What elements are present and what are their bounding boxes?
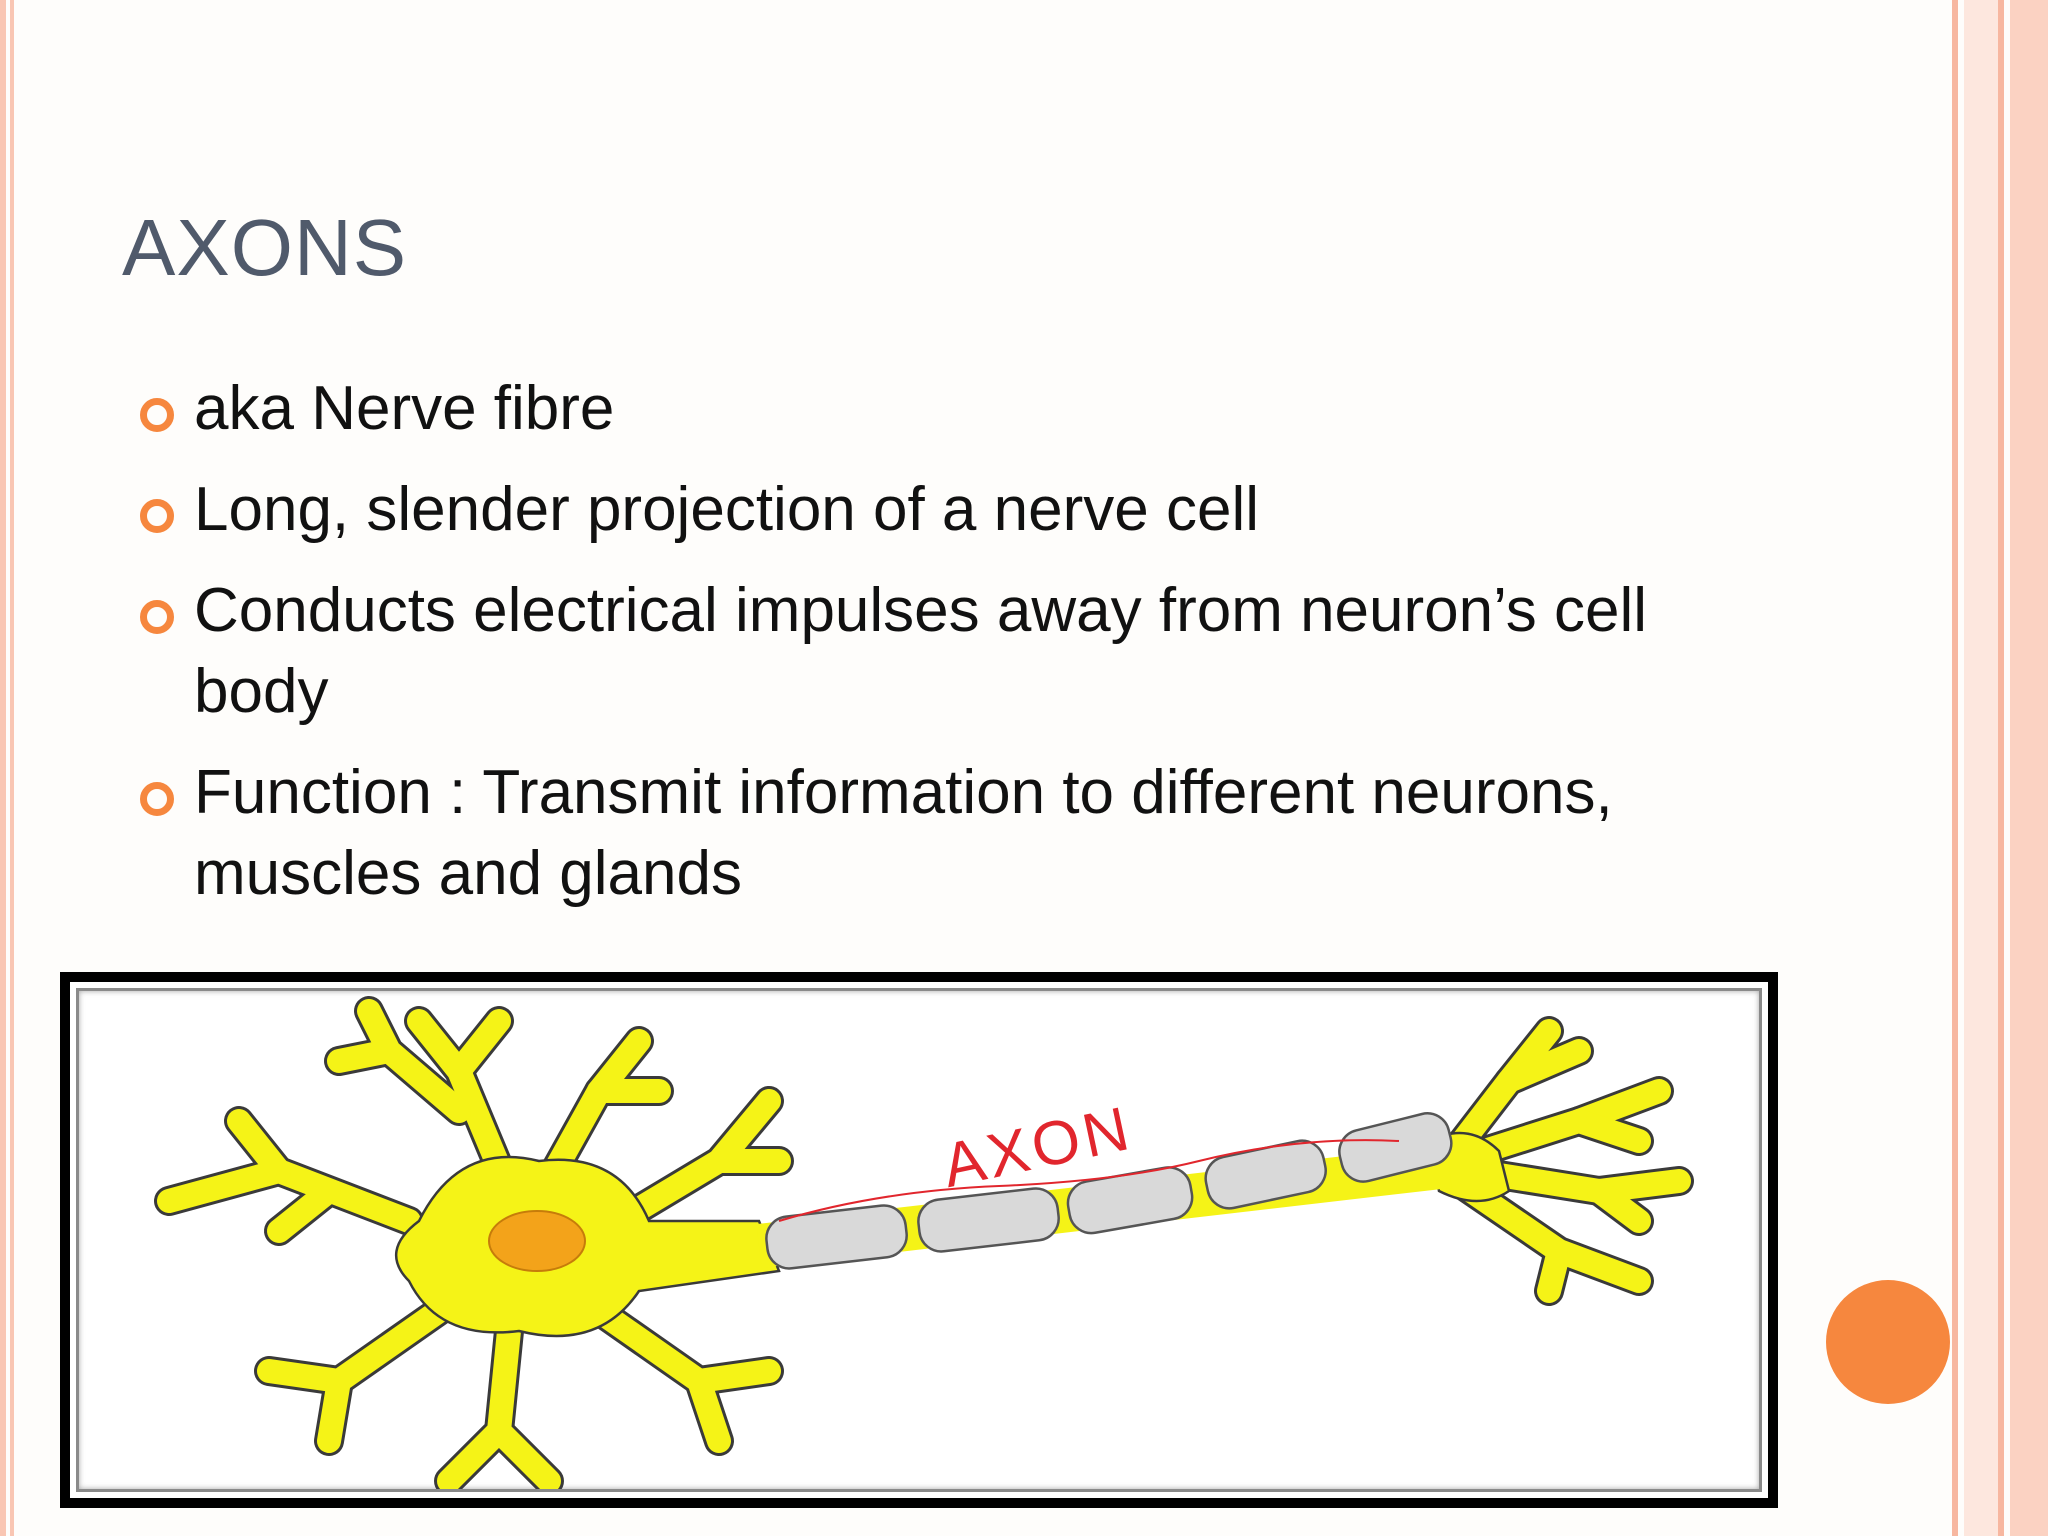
myelin-segment — [765, 1204, 908, 1270]
bullet-item: aka Nerve fibre — [136, 368, 1776, 449]
bullet-item: Long, slender projection of a nerve cell — [136, 469, 1776, 550]
myelin-segment — [1338, 1112, 1453, 1183]
bullet-text: Long, slender projection of a nerve cell — [194, 475, 1259, 544]
neuron-soma — [394, 1155, 781, 1338]
circle-bullet-icon — [140, 782, 174, 816]
dendrite-outline — [154, 996, 1694, 1489]
circle-bullet-icon — [140, 398, 174, 432]
bullet-text: Function : Transmit information to diffe… — [194, 758, 1613, 908]
bullet-item: Function : Transmit information to diffe… — [136, 752, 1776, 914]
border-stripe — [1964, 0, 1998, 1536]
neuron-figure-frame: AXON — [60, 972, 1778, 1508]
border-stripe — [10, 0, 14, 1536]
bullet-text: aka Nerve fibre — [194, 374, 615, 443]
left-border-decoration — [0, 0, 20, 1536]
neuron-figure: AXON — [76, 988, 1762, 1492]
bullet-item: Conducts electrical impulses away from n… — [136, 570, 1776, 732]
neuron-diagram: AXON — [154, 996, 1694, 1489]
nucleus — [488, 1210, 586, 1272]
bullet-list: aka Nerve fibre Long, slender projection… — [136, 368, 1776, 934]
border-stripe — [1998, 0, 2004, 1536]
right-border-decoration — [1952, 0, 2048, 1536]
circle-bullet-icon — [140, 499, 174, 533]
myelin-segment — [917, 1187, 1060, 1253]
myelin-sheath — [765, 1112, 1453, 1270]
slide-title: AXONS — [122, 203, 408, 292]
circle-bullet-icon — [140, 600, 174, 634]
border-stripe — [1952, 0, 1958, 1536]
border-stripe — [0, 0, 6, 1536]
bullet-text: Conducts electrical impulses away from n… — [194, 576, 1648, 726]
border-stripe — [2010, 0, 2048, 1536]
accent-circle — [1826, 1280, 1950, 1404]
axon-bracket — [778, 1139, 1400, 1222]
